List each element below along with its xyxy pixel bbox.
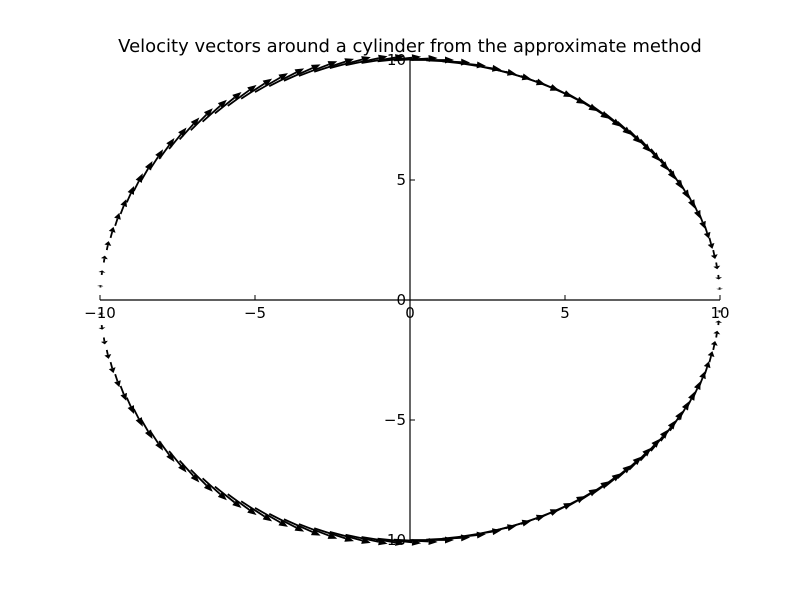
x-tick-label: −10 <box>84 304 116 322</box>
velocity-arrow <box>98 270 106 276</box>
velocity-arrow <box>227 84 257 107</box>
y-tick-label: 5 <box>396 171 406 189</box>
velocity-arrow <box>240 500 273 522</box>
velocity-arrow <box>178 459 200 483</box>
velocity-arrow <box>132 173 143 192</box>
velocity-arrow <box>650 429 669 452</box>
velocity-arrow <box>715 320 723 326</box>
y-tick-label: 0 <box>396 291 406 309</box>
velocity-arrow <box>98 324 106 330</box>
velocity-arrow <box>710 249 718 260</box>
x-tick-label: 0 <box>405 304 415 322</box>
velocity-arrow <box>214 485 242 509</box>
velocity-arrow <box>132 408 143 427</box>
velocity-arrow <box>125 397 135 414</box>
y-tick-label: 10 <box>387 51 406 69</box>
velocity-arrow <box>283 64 321 82</box>
velocity-arrow <box>716 310 724 313</box>
velocity-arrow <box>214 91 242 115</box>
velocity-arrow <box>108 361 116 374</box>
velocity-arrow <box>268 513 305 532</box>
velocity-arrow <box>240 78 273 100</box>
velocity-arrow <box>96 312 104 315</box>
velocity-arrow <box>254 507 288 527</box>
velocity-arrow <box>119 199 127 215</box>
velocity-arrow <box>660 420 676 442</box>
x-tick-label: −5 <box>244 304 266 322</box>
velocity-arrow <box>685 391 696 410</box>
velocity-arrow <box>108 226 116 239</box>
velocity-arrow <box>707 351 715 363</box>
x-tick-label: 5 <box>560 304 570 322</box>
velocity-arrow <box>650 148 669 171</box>
y-tick-label: −5 <box>384 411 406 429</box>
velocity-arrow <box>100 337 108 345</box>
velocity-arrow <box>114 373 121 388</box>
velocity-arrow <box>716 287 724 290</box>
x-tick-label: 10 <box>710 304 729 322</box>
velocity-arrow <box>190 108 213 131</box>
velocity-arrow <box>268 68 305 87</box>
velocity-arrow <box>190 469 213 492</box>
velocity-arrow <box>140 419 153 440</box>
velocity-arrow <box>713 262 721 270</box>
velocity-arrow <box>677 400 690 421</box>
velocity-arrow <box>100 255 108 263</box>
velocity-arrow <box>140 160 153 181</box>
velocity-arrow <box>361 54 405 64</box>
velocity-arrow <box>119 385 127 401</box>
velocity-arrow <box>168 450 187 473</box>
velocity-arrow <box>707 237 715 249</box>
velocity-arrow <box>669 410 684 432</box>
velocity-arrow <box>96 285 104 288</box>
velocity-arrow <box>114 212 121 227</box>
velocity-arrow <box>125 186 135 203</box>
velocity-arrow <box>329 56 371 70</box>
velocity-arrow <box>104 349 112 359</box>
axes: −10 −5 0 5 10 −10 −5 0 5 10 <box>84 51 729 549</box>
velocity-arrow <box>710 340 718 351</box>
velocity-arrow <box>698 371 706 387</box>
velocity-arrow <box>283 518 321 536</box>
velocity-arrow <box>345 54 388 67</box>
vector-field <box>96 54 724 546</box>
y-tick-label: −10 <box>374 531 406 549</box>
velocity-arrow <box>393 55 438 62</box>
velocity-arrow <box>377 54 422 63</box>
velocity-arrow <box>149 149 164 170</box>
velocity-arrow <box>178 117 200 141</box>
chart-title: Velocity vectors around a cylinder from … <box>118 36 702 57</box>
velocity-arrow <box>713 330 721 338</box>
velocity-arrow <box>715 274 723 280</box>
velocity-arrow <box>254 73 288 93</box>
velocity-arrow <box>227 493 257 516</box>
velocity-arrow <box>158 440 175 462</box>
velocity-arrow <box>703 361 711 375</box>
velocity-arrow <box>104 241 112 251</box>
velocity-arrow <box>692 381 701 398</box>
velocity-arrow <box>201 477 227 501</box>
velocity-arrow <box>149 430 164 451</box>
velocity-arrow <box>660 158 676 180</box>
velocity-arrow <box>201 99 227 123</box>
